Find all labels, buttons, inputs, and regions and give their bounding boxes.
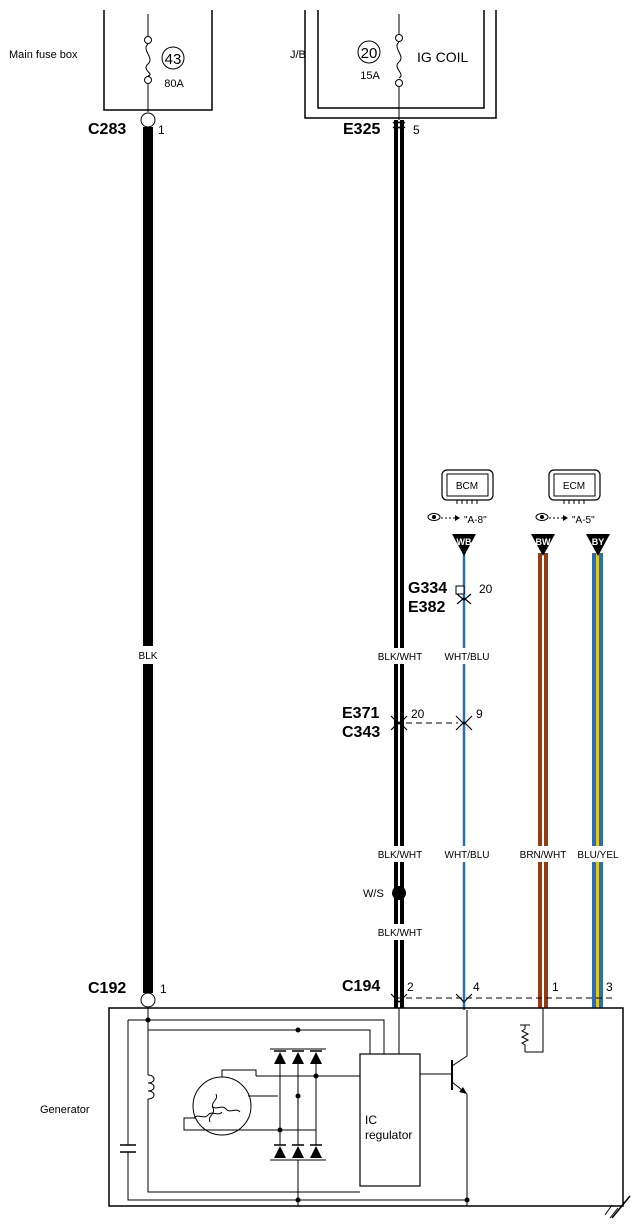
- ic-label-1: IC: [365, 1113, 377, 1127]
- bcm-terminal-badge: WB: [452, 534, 476, 556]
- wire-blk: BLK: [128, 127, 168, 993]
- fuse-20-rating: 15A: [360, 70, 380, 82]
- ws-label: W/S: [363, 888, 384, 900]
- wire-blk-wht-label-1: BLK/WHT: [378, 652, 422, 663]
- ig-coil-label: IG COIL: [417, 49, 469, 65]
- ecm-terminal-badge-by: BY: [586, 534, 610, 556]
- jb-label: J/B: [290, 49, 306, 61]
- bcm-module: BCM: [441, 469, 494, 504]
- generator-label: Generator: [40, 1104, 90, 1116]
- c283-label: C283: [88, 121, 126, 138]
- wire-wht-blu: WHT/BLU WHT/BLU: [440, 553, 492, 1010]
- wire-wht-blu-label-1: WHT/BLU: [445, 652, 490, 663]
- wire-blu-yel: BLU/YEL: [572, 553, 624, 1008]
- wire-blk-wht-label-3: BLK/WHT: [378, 928, 422, 939]
- wire-brn-wht-label: BRN/WHT: [520, 850, 567, 861]
- c283-connector: [140, 112, 156, 128]
- wire-wht-blu-label-2: WHT/BLU: [445, 850, 490, 861]
- c194-pin-4: 4: [473, 980, 480, 994]
- c194-pin-2: 2: [407, 980, 414, 994]
- ecm-badge-by-text: BY: [592, 537, 605, 547]
- ecm-label: ECM: [563, 481, 585, 492]
- wire-blk-label: BLK: [139, 651, 158, 662]
- c343-label: C343: [342, 724, 380, 741]
- wire-blk-wht-label-2: BLK/WHT: [378, 850, 422, 861]
- ecm-module: ECM: [548, 469, 601, 504]
- ic-label-2: regulator: [365, 1128, 412, 1142]
- g334-pin: 20: [479, 582, 493, 596]
- e371-label: E371: [342, 705, 379, 722]
- ic-regulator-box: [359, 1053, 421, 1187]
- c192-label: C192: [88, 980, 126, 997]
- ecm-terminal-badge-bw: BW: [531, 534, 555, 556]
- g334-label: G334: [408, 580, 447, 597]
- wire-blk-wht: BLK/WHT BLK/WHT BLK/WHT: [370, 120, 430, 1008]
- junction-block: J/B 20 15A IG COIL: [290, 10, 497, 120]
- c343-pin: 9: [476, 707, 483, 721]
- c194-label: C194: [342, 978, 380, 995]
- bcm-ref: "A-8": [464, 515, 487, 526]
- fuse-43-badge: [161, 46, 185, 70]
- e325-pin: 5: [413, 123, 420, 137]
- e325-label: E325: [343, 121, 380, 138]
- eye-icon: [535, 513, 568, 521]
- eye-icon: [427, 513, 460, 521]
- ecm-ref: "A-5": [572, 515, 595, 526]
- fuse-43-icon: [144, 14, 152, 112]
- wire-brn-wht: BRN/WHT: [516, 553, 570, 1008]
- fuse-20-icon: [395, 14, 403, 120]
- fuse-20-number: 20: [361, 45, 378, 62]
- bcm-badge-text: WB: [457, 537, 472, 547]
- e382-label: E382: [408, 599, 445, 616]
- c192-connector: [140, 992, 156, 1008]
- c283-pin: 1: [158, 123, 165, 137]
- wire-blu-yel-label: BLU/YEL: [577, 850, 619, 861]
- generator-unit: Generator: [40, 1007, 631, 1219]
- ws-splice: [392, 886, 406, 900]
- bcm-label: BCM: [456, 481, 478, 492]
- c192-pin: 1: [160, 982, 167, 996]
- fuse-20-badge: [357, 40, 381, 64]
- main-fuse-box: Main fuse box 43 80A: [9, 10, 213, 112]
- c194-pin-3: 3: [606, 980, 613, 994]
- ecm-badge-bw-text: BW: [536, 537, 551, 547]
- fuse-43-rating: 80A: [164, 78, 184, 90]
- e371-pin: 20: [411, 707, 425, 721]
- c194-pin-1: 1: [552, 980, 559, 994]
- fuse-43-number: 43: [165, 51, 182, 68]
- main-fuse-box-label: Main fuse box: [9, 49, 78, 61]
